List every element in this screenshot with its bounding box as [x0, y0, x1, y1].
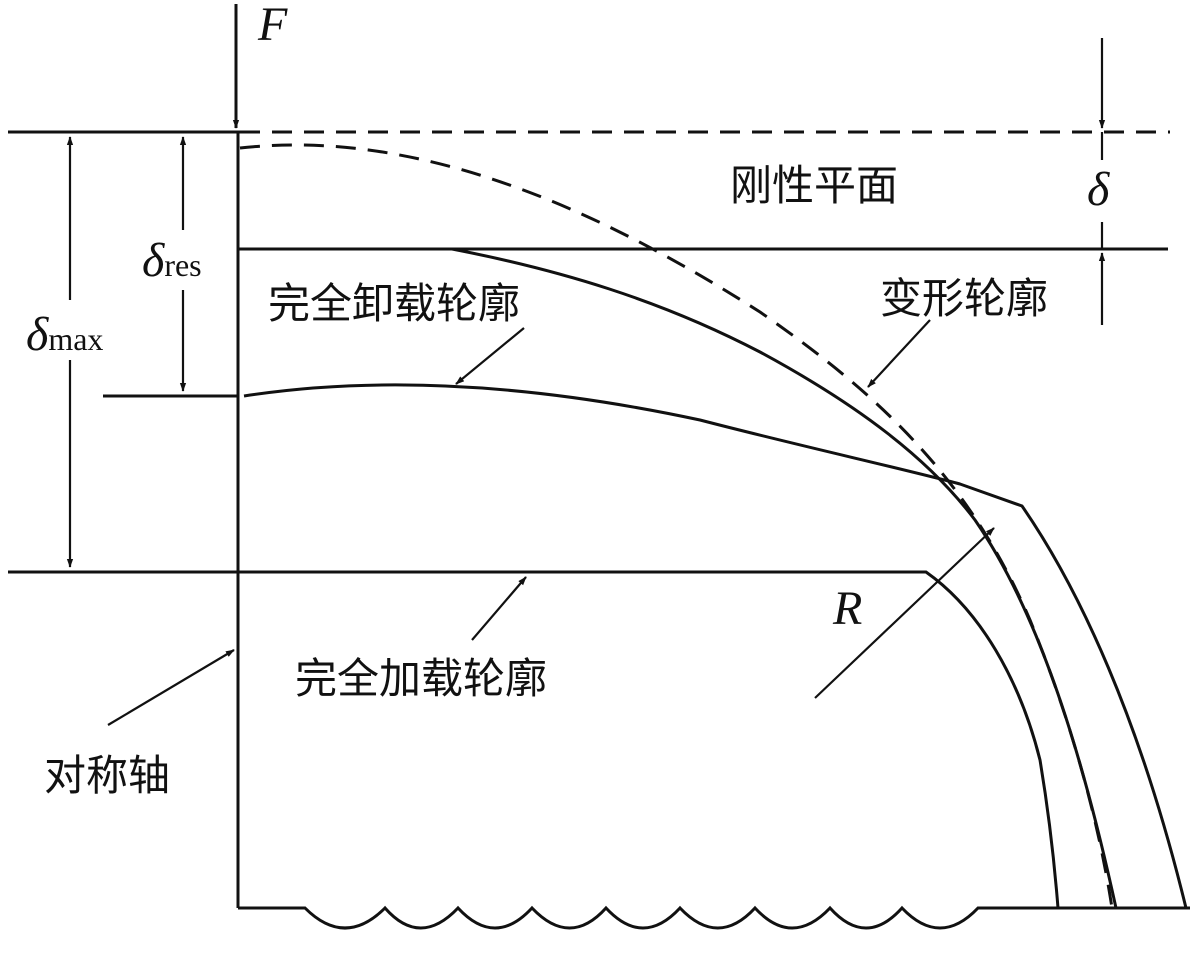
unload-profile-curve: [243, 383, 1188, 909]
full-load-profile-label: 完全加载轮廓: [295, 654, 547, 703]
full-unload-profile-label: 完全卸载轮廓: [268, 279, 520, 328]
force-label: F: [257, 0, 288, 51]
deformed-leader-arrow: [867, 319, 931, 388]
loaded-profile-curve: [238, 570, 1060, 909]
delta-label: δ: [1087, 163, 1110, 216]
tire-base-wavy: [238, 905, 1190, 930]
delta-res-label: δres: [142, 234, 202, 287]
radius-label: R: [832, 582, 862, 635]
unload-leader-arrow: [455, 327, 525, 385]
loaded-leader-arrow: [471, 576, 527, 641]
rigid-plane-label: 刚性平面: [730, 161, 898, 210]
outer-profile-curve: [451, 247, 1118, 909]
radius-arrow: [814, 527, 995, 699]
symmetry-leader-arrow: [107, 649, 235, 726]
deformed-profile-label: 变形轮廓: [880, 274, 1048, 323]
symmetry-axis-label: 对称轴: [44, 751, 170, 800]
delta-max-label: δmax: [26, 308, 103, 361]
deformed-profile-curve: [239, 143, 1114, 909]
